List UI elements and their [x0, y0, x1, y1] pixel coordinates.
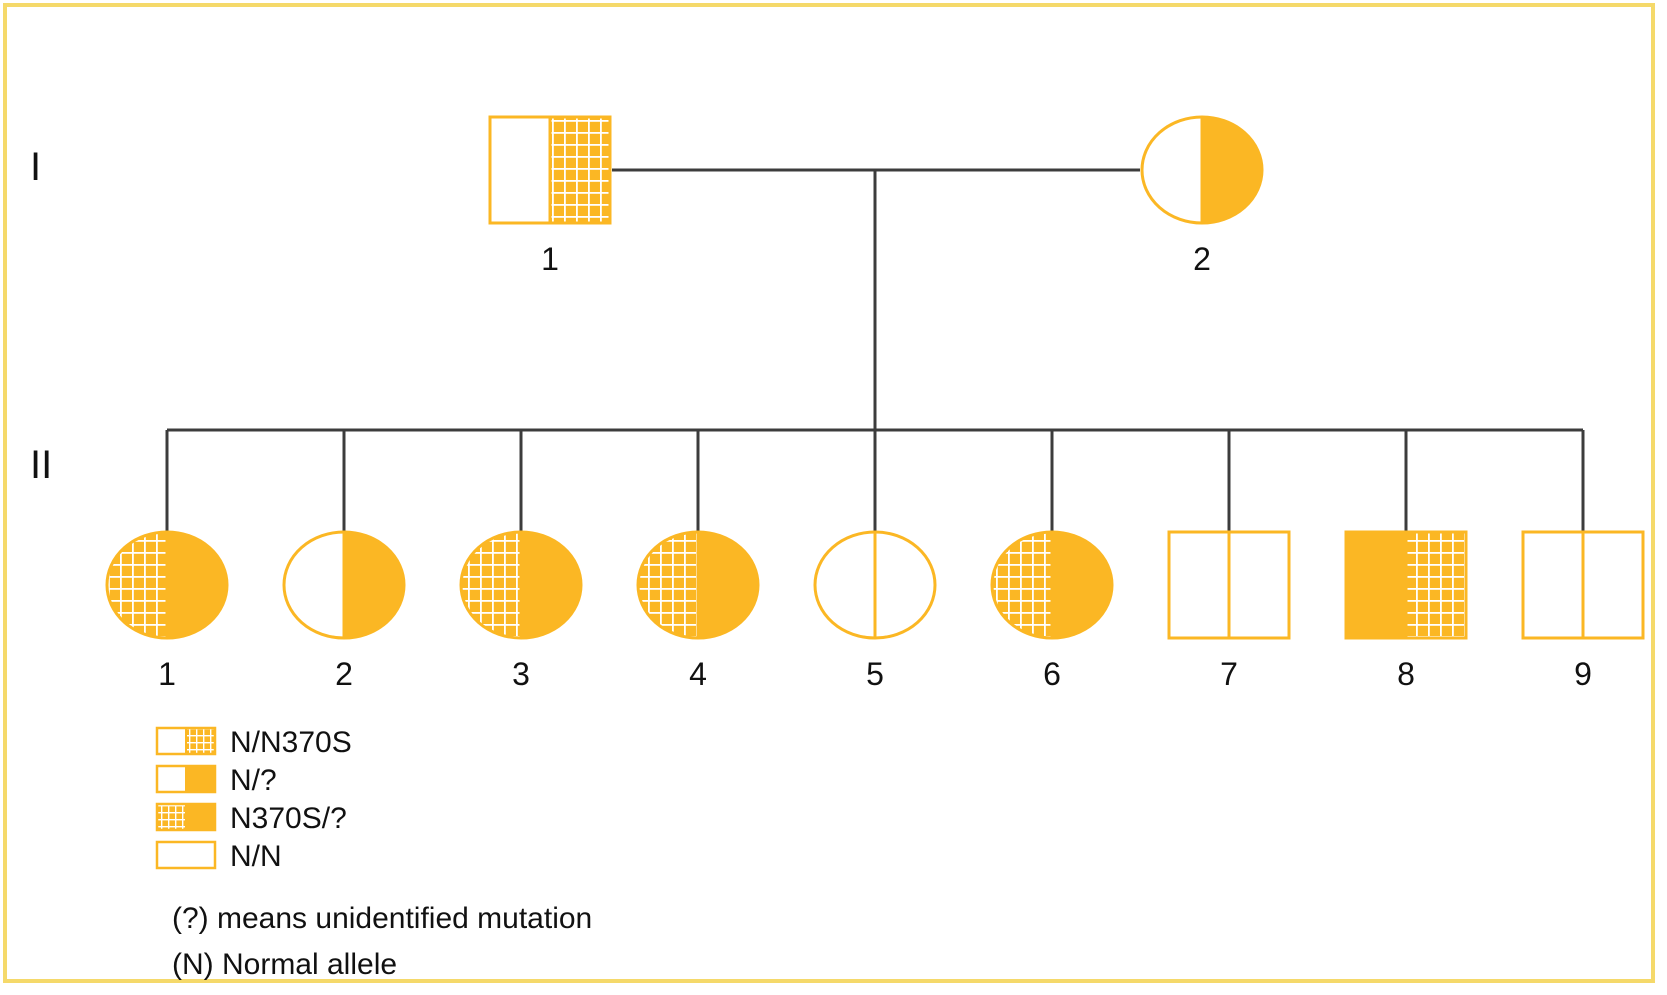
individual-number: 2 [1193, 241, 1211, 277]
individual-gen2-4: 4 [636, 530, 760, 692]
legend-swatch [155, 802, 217, 832]
legend-item: N/? [155, 764, 277, 797]
male-symbol [1521, 530, 1645, 640]
legend-item: N/N [155, 840, 282, 873]
individual-gen2-9: 9 [1521, 530, 1645, 692]
female-symbol [459, 530, 583, 640]
generation-2-individuals: 1 2 3 4 5 6 7 8 9 [105, 530, 1645, 692]
individual-number: 1 [541, 241, 559, 277]
male-symbol [488, 115, 612, 225]
female-symbol [1140, 115, 1264, 225]
note-normal-allele: (N) Normal allele [172, 948, 397, 981]
individual-gen1-1: 1 [488, 115, 612, 277]
legend-swatch [155, 764, 217, 794]
male-symbol [1344, 530, 1468, 640]
individual-gen2-8: 8 [1344, 530, 1468, 692]
female-symbol [990, 530, 1114, 640]
female-symbol [813, 530, 937, 640]
individual-number: 3 [512, 656, 530, 692]
individual-number: 6 [1043, 656, 1061, 692]
generation-label-2: II [30, 443, 52, 487]
diagram-frame [3, 3, 1655, 983]
legend-label: N370S/? [230, 802, 347, 835]
individual-number: 9 [1574, 656, 1592, 692]
legend-swatch [155, 726, 217, 756]
female-symbol [636, 530, 760, 640]
individual-number: 7 [1220, 656, 1238, 692]
legend-label: N/N370S [230, 726, 352, 759]
legend-label: N/? [230, 764, 277, 797]
female-symbol [105, 530, 229, 640]
individual-number: 5 [866, 656, 884, 692]
generation-label-1: I [30, 145, 41, 189]
female-symbol [282, 530, 406, 640]
note-unidentified-mutation: (?) means unidentified mutation [172, 902, 592, 935]
individual-number: 2 [335, 656, 353, 692]
pedigree-lines [165, 168, 1585, 533]
legend: N/N370S N/? N370S/? N/N [155, 726, 352, 873]
male-symbol [1167, 530, 1291, 640]
individual-gen2-2: 2 [282, 530, 406, 692]
legend-swatch [155, 840, 217, 870]
individual-gen2-3: 3 [459, 530, 583, 692]
individual-number: 8 [1397, 656, 1415, 692]
individual-number: 1 [158, 656, 176, 692]
legend-item: N370S/? [155, 802, 347, 835]
individual-gen2-1: 1 [105, 530, 229, 692]
individual-gen2-5: 5 [813, 530, 937, 692]
individual-gen1-2: 2 [1140, 115, 1264, 277]
legend-label: N/N [230, 840, 282, 873]
individual-gen2-7: 7 [1167, 530, 1291, 692]
individual-gen2-6: 6 [990, 530, 1114, 692]
individual-number: 4 [689, 656, 707, 692]
legend-item: N/N370S [155, 726, 352, 759]
